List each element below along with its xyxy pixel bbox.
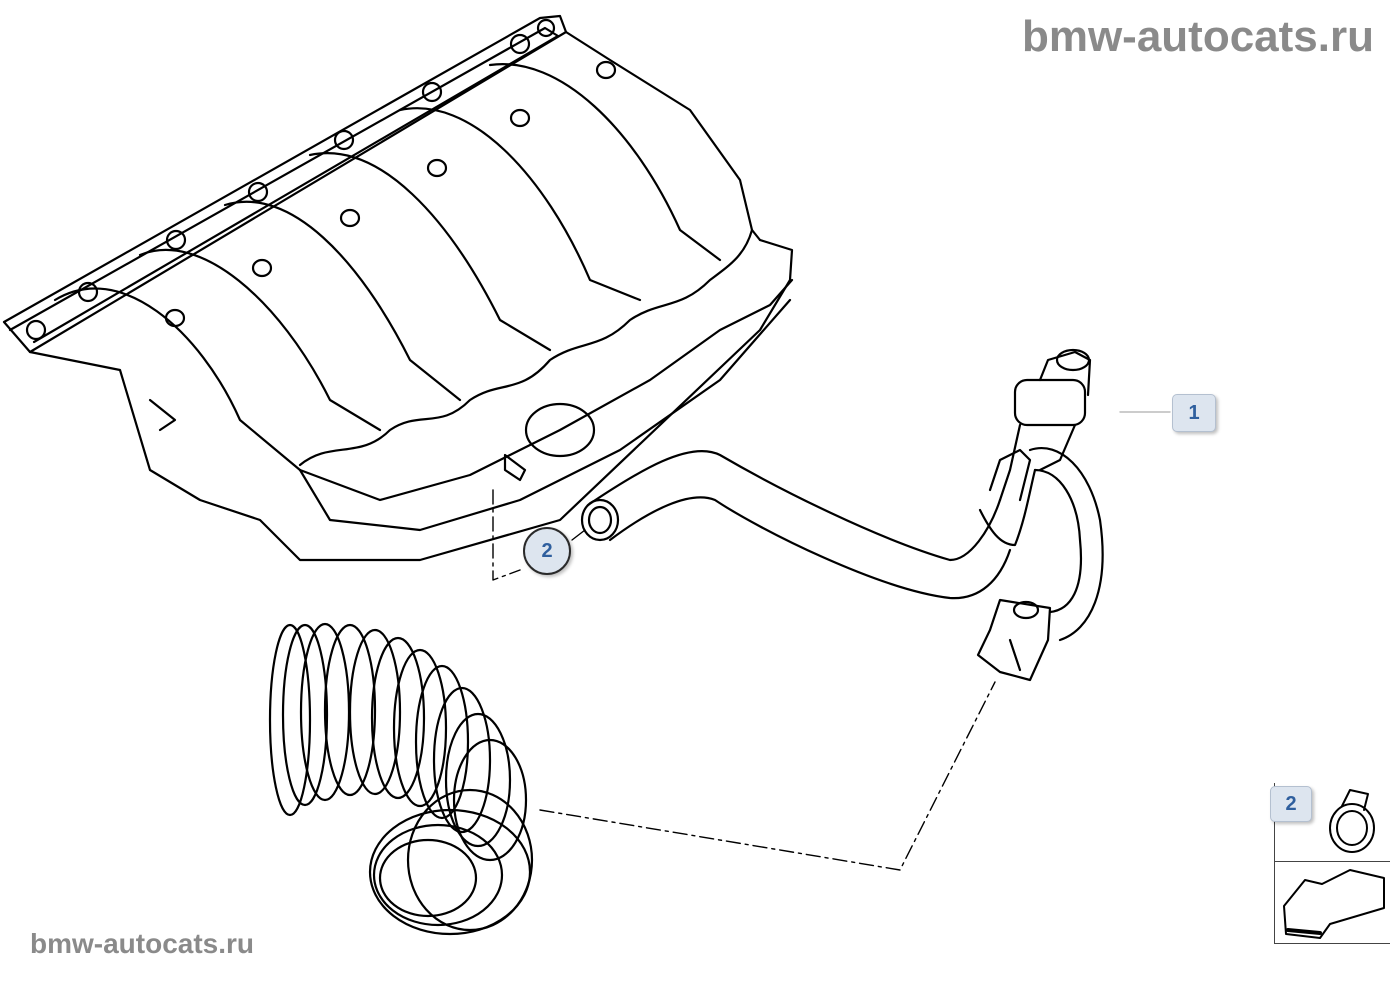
leader-lines — [492, 411, 1171, 871]
corrugated-air-hose — [268, 622, 534, 936]
watermark-top: bmw-autocats.ru — [1021, 12, 1374, 61]
crankcase-vent-hose — [580, 348, 1104, 682]
legend-callout-part-2[interactable]: 2 — [1270, 786, 1312, 822]
intake-manifold — [2, 14, 794, 562]
arrow-icon[interactable] — [1283, 869, 1385, 939]
callout-part-2[interactable]: 2 — [523, 527, 571, 575]
legend-box — [1274, 783, 1390, 944]
callout-part-1[interactable]: 1 — [1172, 394, 1216, 432]
legend-divider — [1275, 861, 1390, 862]
watermark-bottom: bmw-autocats.ru — [30, 928, 255, 959]
hose-clamp-icon — [1329, 789, 1375, 853]
